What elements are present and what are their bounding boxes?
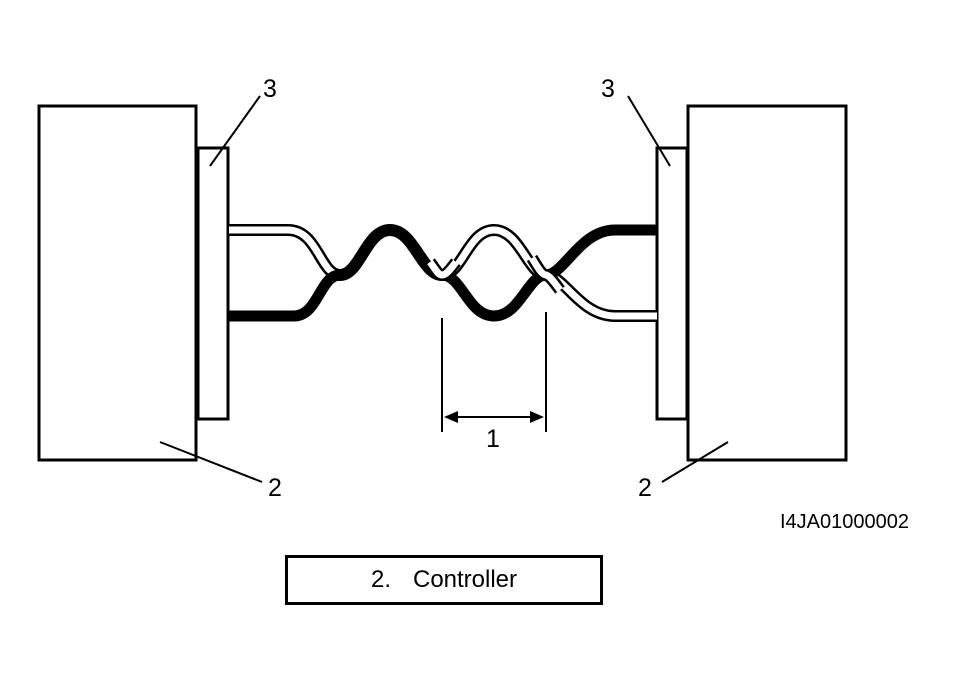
pitch-dimension <box>441 312 547 432</box>
figure-id: I4JA01000002 <box>780 511 909 533</box>
callout-controller-left: 2 <box>268 474 282 502</box>
connector-left <box>196 146 230 421</box>
white-wire-over <box>425 254 565 294</box>
leader-controller-left <box>159 441 263 483</box>
legend-label: Controller <box>412 566 518 593</box>
callout-controller-right: 2 <box>638 474 652 502</box>
leader-connector-left <box>209 95 261 167</box>
arrowhead-right <box>530 411 544 423</box>
leader-controller-right <box>661 441 729 483</box>
controller-left <box>37 104 198 462</box>
legend-box: 2. Controller <box>285 555 603 605</box>
controller-right <box>686 104 848 462</box>
callout-connector-left: 3 <box>263 75 277 103</box>
connector-right <box>655 146 689 421</box>
leader-lines <box>159 95 729 483</box>
arrowhead-left <box>444 411 458 423</box>
leader-connector-right <box>627 95 671 167</box>
callout-pitch: 1 <box>486 425 500 453</box>
callout-connector-right: 3 <box>601 75 615 103</box>
legend-number: 2. <box>370 566 391 593</box>
